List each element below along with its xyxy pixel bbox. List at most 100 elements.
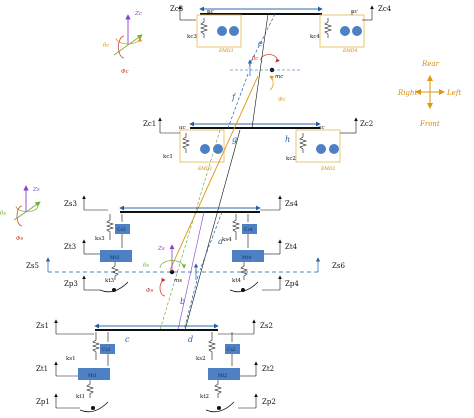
emd3-label: EMD3	[218, 48, 234, 54]
zt4-label: Zt4	[285, 243, 298, 251]
dimension-a: a	[199, 211, 223, 271]
kc4-label: kc4	[310, 34, 320, 40]
orientation-compass: Rear Front Right Left	[397, 60, 461, 128]
frame-rotation-indicators: Zs θs Φs	[143, 244, 187, 297]
dim-h-label: h	[285, 135, 290, 144]
frame-center-line: Zs5 Zs6 ms	[26, 257, 345, 284]
zc4-axis: Zc4	[362, 5, 392, 21]
zp3-label: Zp3	[64, 280, 78, 288]
mc-label: mc	[275, 74, 283, 80]
zs2-axis: Zs2	[218, 319, 273, 335]
cab-center-of-mass: mc	[230, 59, 300, 80]
mt2-label: Mt2	[218, 373, 227, 379]
dim-d-label: d	[188, 335, 193, 344]
frame-roll-axis	[184, 129, 241, 331]
zc3-axis: Zc3	[170, 5, 196, 21]
theta-s2-label: θs	[143, 263, 149, 269]
kt3-label: kt3	[105, 278, 115, 284]
cs4-label: Cs4	[244, 227, 253, 233]
zp4-axis: Zp4	[262, 275, 299, 291]
phi-s2-label: Φs	[146, 288, 154, 294]
zc1-label: Zc1	[143, 120, 156, 128]
zp1-label: Zp1	[36, 398, 50, 406]
z-c-label: Zc	[134, 11, 142, 17]
cs1-label: Cs1	[102, 347, 111, 353]
zp4-label: Zp4	[285, 280, 299, 288]
zs3-axis: Zs3	[64, 195, 108, 211]
uc4-label: uc	[351, 9, 358, 15]
emd2-label: EMD2	[320, 166, 336, 172]
emd4-label: EMD4	[342, 48, 358, 54]
zs4-label: Zs4	[285, 200, 298, 208]
frame-axis-triad: Zs θs Φs	[0, 185, 41, 242]
front-left-suspension: Cs1 ks1 Mt1 kt1	[66, 332, 115, 413]
emd1-label: EMD1	[197, 166, 212, 172]
cab-mid-beam	[189, 121, 321, 129]
cs3-label: Cs3	[117, 227, 126, 233]
dimension-e: e	[247, 13, 276, 69]
kc2-label: kc2	[286, 156, 296, 162]
phi-c-label: Φc	[121, 69, 129, 75]
zc2-axis: Zc2	[340, 117, 373, 134]
ms-label: ms	[174, 278, 182, 284]
phi-s-label: Φs	[16, 236, 24, 242]
dim-a-label: a	[218, 237, 223, 246]
theta-c-label: θc	[103, 43, 109, 49]
mt1-label: Mt1	[88, 373, 97, 379]
dim-b-label: b	[180, 297, 185, 306]
zs2-label: Zs2	[260, 322, 273, 330]
compass-front: Front	[419, 120, 440, 128]
dim-g-label: g	[232, 135, 237, 144]
zt2-label: Zt2	[262, 365, 274, 373]
ks4-label: ks4	[222, 237, 232, 243]
uc1-label: uc	[179, 125, 186, 131]
cab-top-beam	[199, 6, 323, 15]
compass-left: Left	[446, 89, 461, 97]
zp2-axis: Zp2	[238, 393, 276, 409]
green-reference-line	[159, 129, 221, 331]
zt3-label: Zt3	[64, 243, 76, 251]
theta-s-label: θs	[0, 211, 6, 217]
zt3-axis: Zt3	[64, 239, 100, 255]
front-right-suspension: Cs2 ks2 Mt2 kt2	[196, 332, 240, 413]
cs2-label: Cs2	[227, 347, 236, 353]
ks1-label: ks1	[66, 356, 76, 362]
z-s-label: Zs	[32, 187, 40, 193]
zc4-label: Zc4	[378, 5, 392, 13]
emd3-module: uc EMD3 kc3	[187, 9, 242, 54]
compass-rear: Rear	[421, 60, 440, 68]
zp2-label: Zp2	[262, 398, 276, 406]
cab-frame-link-orange	[169, 75, 259, 271]
emd2-module: uc EMD2 kc2	[286, 125, 341, 172]
dim-f-label: f	[231, 93, 237, 102]
zp3-axis: Zp3	[64, 275, 100, 291]
zt1-label: Zt1	[36, 365, 48, 373]
front-frame-beam: c d	[94, 323, 219, 344]
zs1-axis: Zs1	[36, 319, 94, 335]
kt4-label: kt4	[232, 278, 242, 284]
dim-e-label: e	[258, 39, 263, 48]
kt2-label: kt2	[200, 394, 209, 400]
zc1-axis: Zc1	[143, 117, 180, 134]
ks2-label: ks2	[196, 356, 206, 362]
uc2-label: uc	[318, 125, 325, 131]
compass-right: Right	[397, 89, 417, 97]
zt1-axis: Zt1	[36, 361, 78, 377]
zs5-label: Zs5	[26, 262, 39, 270]
phi-c2-label: Φc	[278, 97, 286, 103]
ks3-label: ks3	[95, 236, 105, 242]
theta-c2-label: θc	[252, 56, 258, 62]
purple-reference-line	[177, 211, 205, 331]
zs1-label: Zs1	[36, 322, 49, 330]
emd4-module: uc EMD4 kc4	[310, 9, 365, 54]
rear-right-suspension: Cs4 ks4 Mt4 kt4	[222, 214, 264, 293]
dimension-f: f	[227, 73, 249, 129]
z-s2-label: Zs	[157, 246, 165, 252]
dim-c-label: c	[125, 335, 130, 344]
zs4-axis: Zs4	[260, 195, 298, 211]
cab-rotation-indicators: θc Φc	[252, 54, 286, 103]
dimension-b: b	[180, 275, 199, 331]
zp1-axis: Zp1	[36, 393, 80, 409]
emd1-module: uc EMD1 kc1	[163, 125, 225, 172]
